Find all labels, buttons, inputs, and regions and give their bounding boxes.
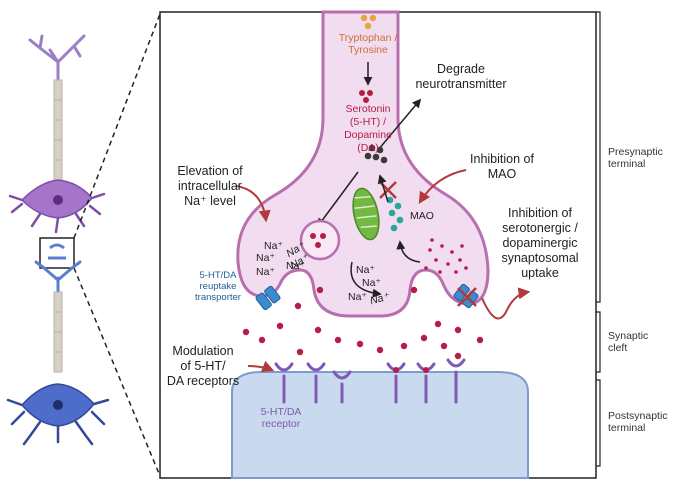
bound-neurotransmitter [393, 367, 429, 373]
synaptic-vesicle [299, 219, 341, 261]
synapse-zoom-box [39, 237, 75, 269]
mao-up-arrow [377, 174, 389, 203]
precursor-label: Tryptophan /Tyrosine [338, 32, 398, 56]
lower-soma [6, 383, 110, 446]
reuptake-transporter-left [255, 285, 281, 311]
region-brackets [596, 11, 601, 467]
zoom-line-bottom [73, 267, 161, 477]
vesicle-contents [310, 233, 326, 248]
receptor-2 [306, 362, 326, 404]
na-ion-7: Na⁺ [348, 291, 367, 303]
mitochondrion [352, 187, 380, 241]
mao-inhibition-arrow [418, 169, 467, 205]
transporter-inhibition-x [457, 287, 477, 307]
receptor-1 [274, 362, 294, 404]
neuron-illustration [6, 13, 161, 477]
receptor-3 [332, 370, 352, 404]
top-dendrites [28, 34, 86, 82]
reuptake-curve-arrow [396, 240, 421, 263]
mao-label: MAO [410, 210, 434, 222]
postsynaptic-terminal [231, 371, 529, 479]
degraded-molecules [364, 144, 388, 164]
na-ion-1: Na⁺ [264, 240, 283, 252]
uptake-inhibition-arrow [481, 287, 531, 320]
modulation-arrow [247, 360, 275, 373]
na-ion-4: Na⁺ [286, 260, 305, 272]
na-ion-6: Na⁺ [362, 277, 381, 289]
axon-upper [53, 79, 63, 181]
na-influx-arrow [350, 261, 382, 298]
cytosolic-neurotransmitter [424, 238, 468, 274]
degrade-arrow [377, 98, 422, 151]
upper-soma [8, 179, 106, 234]
receptor-6 [446, 358, 466, 404]
neurotransmitter-label: Serotonin(5-HT) /Dopamine(DA) [344, 103, 392, 154]
elevation-arrow [235, 185, 271, 223]
neurotransmitter-cluster-top [359, 90, 373, 103]
vesicle-arrow [316, 171, 359, 228]
precursor-molecules [360, 14, 377, 30]
na-ion-2: Na⁺ [256, 252, 275, 264]
zoom-line-top [73, 13, 161, 239]
cleft-neurotransmitter [242, 286, 484, 360]
na-ion-3: Na⁺ [256, 266, 275, 278]
na-ion-5: Na⁺ [356, 264, 375, 276]
